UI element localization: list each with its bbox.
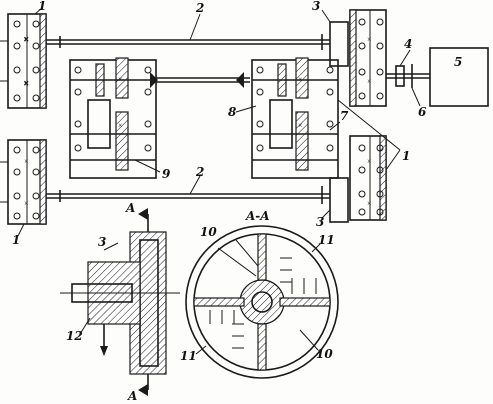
svg-text:×: × [118, 75, 123, 84]
label-3-section: 3 [98, 235, 106, 249]
label-9: 9 [162, 167, 171, 181]
svg-text:×: × [367, 77, 372, 86]
shaft-bottom [46, 186, 330, 204]
gearbox-bottom-right: × × [349, 135, 387, 221]
svg-text:×: × [118, 121, 123, 130]
labels: 1 2 3 4 5 6 7 8 1 9 2 1 3 A 3 12 A A-A 1… [12, 0, 462, 403]
label-4: 4 [404, 37, 412, 51]
label-8: 8 [228, 105, 237, 119]
label-6: 6 [418, 105, 427, 119]
svg-text:×: × [24, 35, 29, 44]
motor-box [429, 47, 489, 107]
pressure-arrows [209, 257, 317, 349]
motor-drive [386, 47, 489, 107]
label-cut-bottom: A [127, 389, 137, 403]
label-11-bottom: 11 [180, 349, 197, 363]
transmission-left: × × [69, 57, 161, 179]
section-a-a [185, 225, 339, 379]
gearbox-bottom-left: × × [0, 139, 47, 225]
svg-text:×: × [367, 199, 372, 208]
label-1-bottom-left: 1 [12, 233, 20, 247]
svg-text:×: × [298, 121, 303, 130]
label-10-top: 10 [200, 225, 217, 239]
label-7: 7 [340, 109, 349, 123]
label-2-bottom: 2 [195, 165, 204, 179]
section-side-view [60, 208, 180, 396]
label-1-right: 1 [402, 149, 410, 163]
coupling-top [329, 21, 349, 67]
svg-text:×: × [24, 79, 29, 88]
svg-text:×: × [24, 157, 29, 166]
label-cut-top: A [125, 201, 135, 215]
center-shaft [150, 72, 250, 88]
coupling-bottom [329, 177, 349, 223]
gearbox-top-left: × × [0, 13, 47, 109]
shaft-top [46, 34, 330, 50]
leader-lines [17, 7, 421, 237]
label-section-title: A-A [245, 209, 270, 223]
transmission-right: × × [235, 57, 339, 179]
label-1-top-left: 1 [38, 0, 46, 13]
label-3-bottom: 3 [316, 215, 324, 229]
label-2-top: 2 [195, 1, 204, 15]
gearbox-top-right: × × [349, 9, 387, 107]
label-12: 12 [66, 329, 83, 343]
svg-text:×: × [24, 199, 29, 208]
svg-text:×: × [298, 75, 303, 84]
label-5: 5 [454, 55, 462, 69]
svg-text:×: × [367, 157, 372, 166]
label-10-bottom: 10 [316, 347, 333, 361]
svg-text:×: × [367, 35, 372, 44]
label-3-top: 3 [312, 0, 320, 13]
label-11-top: 11 [318, 233, 335, 247]
